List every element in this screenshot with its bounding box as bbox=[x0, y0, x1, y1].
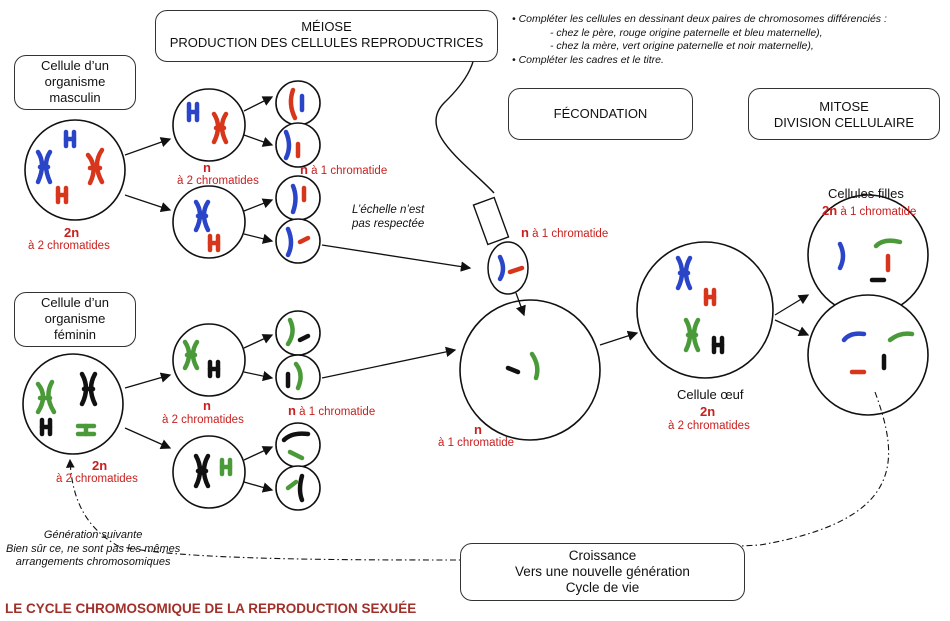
male-2n-cell bbox=[24, 119, 126, 221]
chromosome-red-small bbox=[55, 185, 69, 205]
daughter-2n: 2n bbox=[822, 203, 838, 218]
female-organism-box: Cellule d’un organisme féminin bbox=[14, 292, 136, 347]
egg-2n-label: 2n bbox=[700, 404, 716, 419]
instruction-4: • Compléter les cadres et le titre. bbox=[512, 53, 664, 66]
generation-note: Génération suivante Bien sûr ce, ne sont… bbox=[6, 529, 180, 570]
male-sperm-n: n bbox=[300, 162, 308, 177]
chromosome-blue-small bbox=[63, 129, 77, 149]
female-ovum-one-chromatid: à 1 chromatide bbox=[299, 406, 376, 418]
sperm-head bbox=[487, 241, 529, 295]
chromosome-blue-large bbox=[35, 149, 53, 185]
instruction-2: - chez le père, rouge origine paternelle… bbox=[550, 26, 823, 39]
female-meiosis1-cell-bottom bbox=[172, 435, 246, 509]
mitose-box: MITOSE DIVISION CELLULAIRE bbox=[748, 88, 940, 140]
fecondation-box: FÉCONDATION bbox=[508, 88, 693, 140]
female-n-chromatids: à 2 chromatides bbox=[162, 414, 244, 426]
male-sperm-chromatid-label: n à 1 chromatide bbox=[300, 162, 387, 177]
instruction-1: • Compléter les cellules en dessinant de… bbox=[512, 13, 887, 25]
male-sperm-one-chromatid: à 1 chromatide bbox=[311, 165, 388, 177]
daughter-one-chromatid: à 1 chromatide bbox=[840, 206, 917, 218]
generation-note-2: Bien sûr ce, ne sont pas les mêmes bbox=[6, 542, 181, 555]
page-title: LE CYCLE CHROMOSOMIQUE DE LA REPRODUCTIO… bbox=[5, 601, 417, 616]
ovum-cell-1 bbox=[275, 310, 321, 356]
scale-note-1: L’échelle n’est bbox=[352, 204, 425, 216]
ovum-cell-2 bbox=[275, 354, 321, 400]
male-n-chromatids: à 2 chromatides bbox=[177, 175, 259, 187]
female-n-label: n bbox=[203, 398, 211, 413]
sperm-tail bbox=[435, 44, 495, 194]
female-2n-label: 2n bbox=[92, 458, 108, 473]
male-line-3: masculin bbox=[49, 90, 101, 105]
male-meiosis1-cell-top bbox=[172, 88, 246, 162]
croissance-line-1: Croissance bbox=[568, 548, 637, 563]
instruction-3: - chez la mère, vert origine paternelle … bbox=[550, 40, 814, 52]
ovum-cell-3 bbox=[275, 422, 321, 468]
female-ovum-chromatid-label: n à 1 chromatide bbox=[288, 403, 375, 418]
egg-chromatids-label: à 2 chromatides bbox=[668, 420, 750, 432]
male-n-label: n bbox=[203, 160, 211, 175]
female-ovum-n: n bbox=[288, 403, 296, 418]
male-2n-chromatids: à 2 chromatides bbox=[28, 240, 110, 252]
female-2n-chromatids: à 2 chromatides bbox=[56, 473, 138, 485]
meiose-line-1: MÉIOSE bbox=[301, 19, 352, 34]
egg-cell-label: Cellule œuf bbox=[677, 387, 744, 402]
mitose-line-2: DIVISION CELLULAIRE bbox=[773, 115, 915, 130]
meiose-line-2: PRODUCTION DES CELLULES REPRODUCTRICES bbox=[169, 35, 484, 50]
female-line-1: Cellule d’un bbox=[41, 295, 109, 310]
daughter-cells-label: Cellules filles bbox=[828, 186, 904, 201]
sperm-head-n: n bbox=[521, 225, 529, 240]
fecondation-label: FÉCONDATION bbox=[553, 106, 648, 121]
meiose-box: MÉIOSE PRODUCTION DES CELLULES REPRODUCT… bbox=[155, 10, 498, 62]
female-2n-cell bbox=[22, 353, 124, 455]
oocyte-cell bbox=[459, 299, 601, 441]
male-line-2: organisme bbox=[44, 74, 106, 89]
oocyte-chromatid-label: à 1 chromatide bbox=[438, 437, 515, 449]
sperm-cell-3 bbox=[275, 175, 321, 221]
egg-cell bbox=[636, 241, 774, 379]
croissance-line-2: Vers une nouvelle génération bbox=[515, 564, 690, 579]
male-meiosis1-cell-bottom bbox=[172, 185, 246, 259]
scale-note: L’échelle n’est pas respectée bbox=[352, 203, 424, 231]
mitose-line-1: MITOSE bbox=[819, 99, 869, 114]
sperm-head-one-chromatid: à 1 chromatide bbox=[532, 228, 609, 240]
oocyte-n-label: n bbox=[474, 422, 482, 437]
chromosome-red-large bbox=[85, 147, 105, 186]
instructions: • Compléter les cellules en dessinant de… bbox=[512, 13, 887, 67]
generation-note-3: arrangements chromosomiques bbox=[15, 556, 171, 568]
sperm-head-label: n à 1 chromatide bbox=[521, 225, 608, 240]
sperm-cell-1 bbox=[275, 80, 321, 126]
generation-note-1: Génération suivante bbox=[43, 529, 143, 541]
daughter-chromatid-label: 2n à 1 chromatide bbox=[822, 203, 916, 218]
croissance-box: Croissance Vers une nouvelle génération … bbox=[460, 543, 745, 601]
female-line-2: organisme bbox=[44, 311, 106, 326]
male-line-1: Cellule d’un bbox=[41, 58, 109, 73]
croissance-line-3: Cycle de vie bbox=[565, 580, 640, 595]
scale-note-2: pas respectée bbox=[352, 218, 425, 230]
sperm-midpiece bbox=[472, 196, 510, 246]
female-line-3: féminin bbox=[54, 327, 96, 342]
daughter-cell-bottom bbox=[807, 294, 929, 416]
male-2n-label: 2n bbox=[64, 225, 80, 240]
male-organism-box: Cellule d’un organisme masculin bbox=[14, 55, 136, 110]
cycle-return-line bbox=[65, 391, 890, 561]
